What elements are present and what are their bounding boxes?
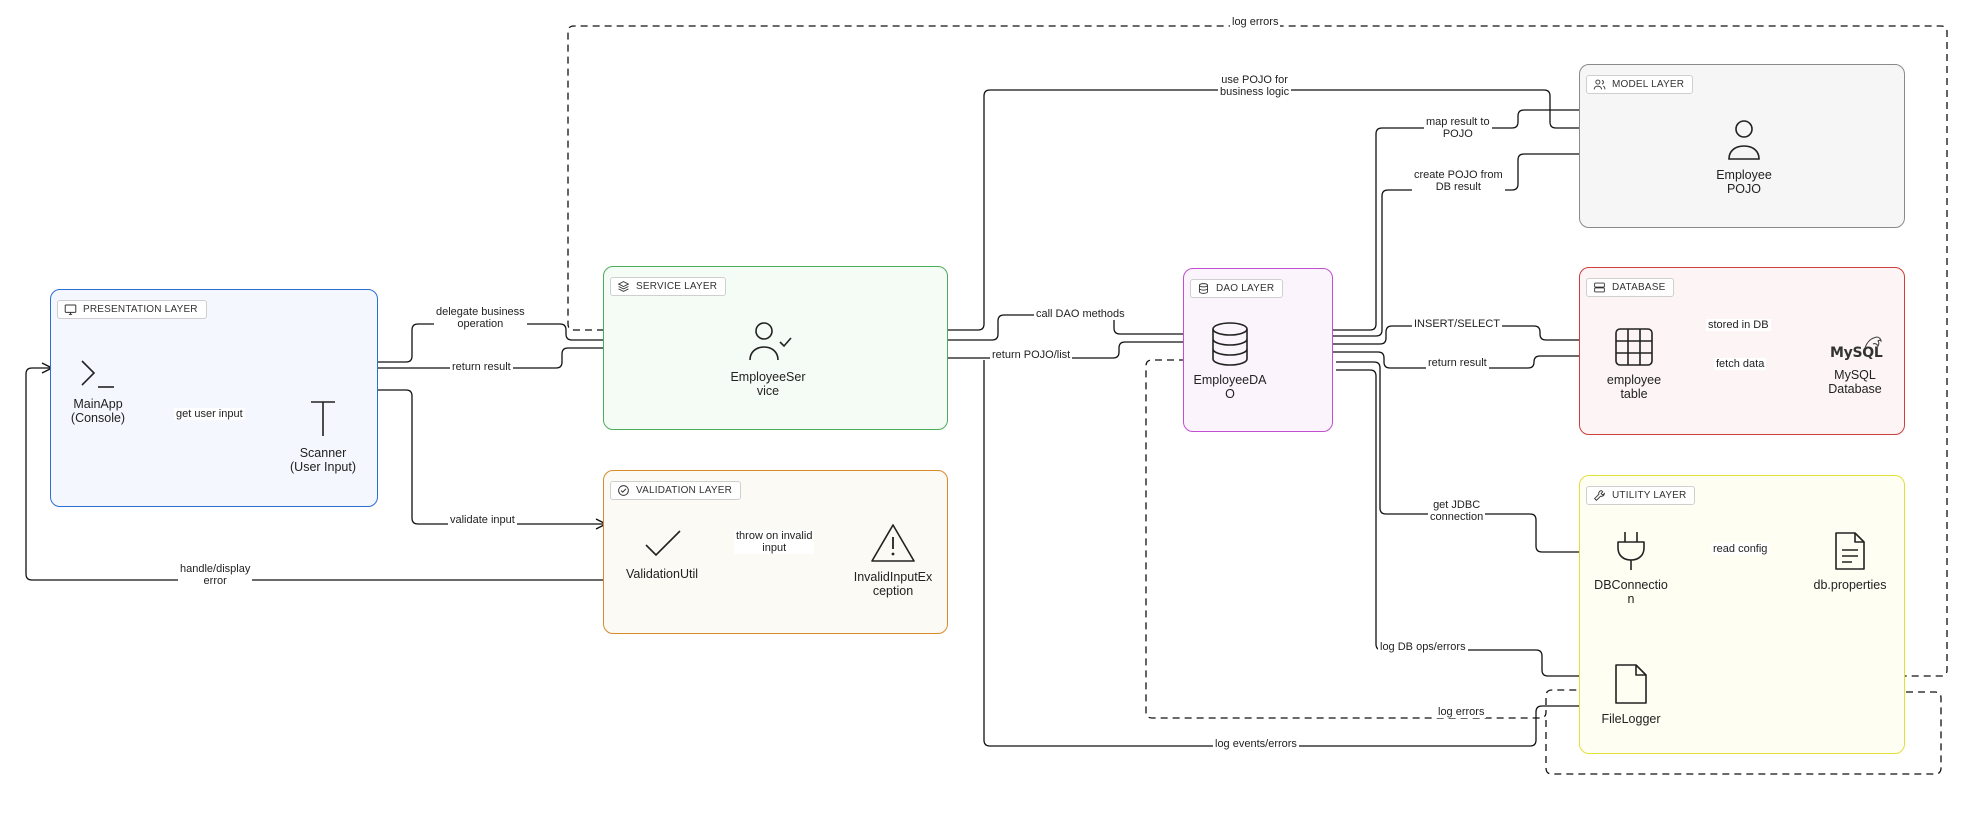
dolphin-icon bbox=[1864, 336, 1882, 349]
database-label: DATABASE bbox=[1612, 282, 1666, 293]
file-text-icon bbox=[1835, 532, 1865, 570]
check-circle-icon bbox=[618, 485, 629, 496]
edge-validate-input bbox=[376, 389, 606, 524]
utility-layer-group: UTILITY LAYER bbox=[1579, 475, 1905, 754]
edge-label-insert-select: INSERT/SELECT bbox=[1412, 318, 1502, 330]
mainapp-label: MainApp (Console) bbox=[70, 397, 126, 425]
monitor-icon bbox=[64, 304, 77, 315]
mysql-logo-text: MySQL bbox=[1830, 345, 1883, 361]
mainapp-node[interactable]: MainApp (Console) bbox=[58, 355, 138, 425]
utility-layer-tag: UTILITY LAYER bbox=[1586, 486, 1696, 505]
mysql-database-node[interactable]: MySQL MySQL Database bbox=[1812, 332, 1898, 396]
edge-return-result-service bbox=[122, 347, 795, 368]
database-cylinder-icon bbox=[1212, 322, 1248, 366]
edge-log-events bbox=[983, 360, 1612, 747]
server-icon bbox=[1594, 282, 1605, 293]
edge-label-validate-input: validate input bbox=[448, 514, 517, 526]
edge-log-db-ops bbox=[1336, 369, 1612, 676]
text-cursor-icon bbox=[311, 401, 335, 436]
mysql-database-label: MySQL Database bbox=[1828, 368, 1882, 396]
invalid-input-exception-node[interactable]: InvalidInputEx ception bbox=[843, 522, 943, 598]
edge-label-get-user-input: get user input bbox=[174, 408, 245, 420]
edge-label-create-pojo: create POJO from DB result bbox=[1412, 169, 1505, 193]
table-grid-icon bbox=[1615, 328, 1653, 366]
users-icon bbox=[1593, 79, 1606, 90]
employee-service-label: EmployeeSer vice bbox=[730, 370, 806, 398]
model-layer-tag: MODEL LAYER bbox=[1586, 75, 1694, 94]
employee-dao-node[interactable]: EmployeeDA O bbox=[1190, 321, 1270, 401]
presentation-layer-tag: PRESENTATION LAYER bbox=[57, 300, 207, 319]
wrench-icon bbox=[1593, 490, 1605, 502]
scanner-node[interactable]: Scanner (User Input) bbox=[280, 398, 366, 474]
edge-label-use-pojo: use POJO for business logic bbox=[1218, 74, 1292, 98]
invalid-input-exception-label: InvalidInputEx ception bbox=[853, 570, 933, 598]
presentation-layer-group: PRESENTATION LAYER bbox=[50, 289, 378, 507]
edge-label-map-result: map result to POJO bbox=[1424, 116, 1492, 140]
edge-get-jdbc bbox=[1336, 361, 1612, 552]
db-connection-node[interactable]: DBConnectio n bbox=[1588, 530, 1674, 606]
database-tag: DATABASE bbox=[1586, 278, 1675, 297]
model-layer-label: MODEL LAYER bbox=[1612, 79, 1685, 90]
employee-service-node[interactable]: EmployeeSer vice bbox=[728, 320, 808, 398]
edge-label-log-events: log events/errors bbox=[1213, 738, 1299, 750]
employee-pojo-label: Employee POJO bbox=[1716, 168, 1772, 196]
file-logger-node[interactable]: FileLogger bbox=[1588, 662, 1674, 726]
check-icon bbox=[645, 530, 681, 557]
edge-label-throw-on-invalid: throw on invalid input bbox=[734, 530, 815, 554]
database-group: DATABASE bbox=[1579, 267, 1905, 435]
edge-label-return-pojo-list: return POJO/list bbox=[990, 349, 1073, 361]
edge-label-read-config: read config bbox=[1711, 543, 1770, 555]
edge-label-get-jdbc: get JDBC connection bbox=[1428, 499, 1486, 523]
dao-layer-label: DAO LAYER bbox=[1216, 283, 1275, 294]
employee-table-label: employee table bbox=[1606, 373, 1662, 401]
dao-layer-group: DAO LAYER bbox=[1183, 268, 1333, 432]
warning-icon bbox=[871, 524, 915, 562]
scanner-label: Scanner (User Input) bbox=[290, 446, 356, 474]
edge-label-handle-display-error: handle/display error bbox=[178, 563, 253, 587]
edge-label-call-dao: call DAO methods bbox=[1034, 308, 1127, 320]
layers-icon bbox=[617, 281, 630, 292]
employee-table-node[interactable]: employee table bbox=[1596, 327, 1672, 401]
edge-log-errors-bottom-loop bbox=[1545, 692, 1942, 775]
dao-layer-tag: DAO LAYER bbox=[1190, 279, 1284, 298]
edge-label-delegate-business: delegate business operation bbox=[434, 306, 527, 330]
edge-handle-display-error bbox=[25, 368, 606, 581]
user-check-icon bbox=[749, 322, 792, 361]
plug-icon bbox=[1617, 532, 1645, 570]
presentation-layer-label: PRESENTATION LAYER bbox=[83, 304, 198, 315]
validation-layer-tag: VALIDATION LAYER bbox=[610, 481, 742, 500]
file-icon bbox=[1615, 664, 1647, 704]
terminal-icon bbox=[81, 360, 114, 388]
db-properties-label: db.properties bbox=[1813, 578, 1887, 592]
edge-label-log-errors-dao: log errors bbox=[1436, 706, 1487, 718]
utility-layer-label: UTILITY LAYER bbox=[1612, 490, 1687, 501]
service-layer-group: SERVICE LAYER bbox=[603, 266, 948, 430]
service-layer-tag: SERVICE LAYER bbox=[610, 277, 727, 296]
edge-label-fetch-data: fetch data bbox=[1714, 358, 1767, 370]
db-properties-node[interactable]: db.properties bbox=[1802, 530, 1898, 592]
service-layer-label: SERVICE LAYER bbox=[636, 281, 718, 292]
user-icon bbox=[1728, 120, 1760, 160]
edge-label-return-result-db: return result bbox=[1426, 357, 1489, 369]
db-connection-label: DBConnectio n bbox=[1594, 578, 1668, 606]
edge-return-result-db bbox=[1256, 352, 1615, 369]
database-icon bbox=[1198, 283, 1209, 294]
mysql-logo: MySQL bbox=[1812, 332, 1898, 368]
edge-label-log-errors-top: log errors bbox=[1230, 16, 1281, 28]
validation-util-node[interactable]: ValidationUtil bbox=[616, 527, 708, 581]
employee-dao-label: EmployeeDA O bbox=[1193, 373, 1267, 401]
edge-label-log-db-ops: log DB ops/errors bbox=[1378, 641, 1468, 653]
edge-label-return-result-service: return result bbox=[450, 361, 513, 373]
validation-util-label: ValidationUtil bbox=[625, 567, 699, 581]
validation-layer-label: VALIDATION LAYER bbox=[636, 485, 733, 496]
edge-log-errors-dao bbox=[1145, 359, 1612, 719]
employee-pojo-node[interactable]: Employee POJO bbox=[1700, 118, 1788, 196]
file-logger-label: FileLogger bbox=[1601, 712, 1661, 726]
edge-label-stored-in-db: stored in DB bbox=[1706, 319, 1771, 331]
